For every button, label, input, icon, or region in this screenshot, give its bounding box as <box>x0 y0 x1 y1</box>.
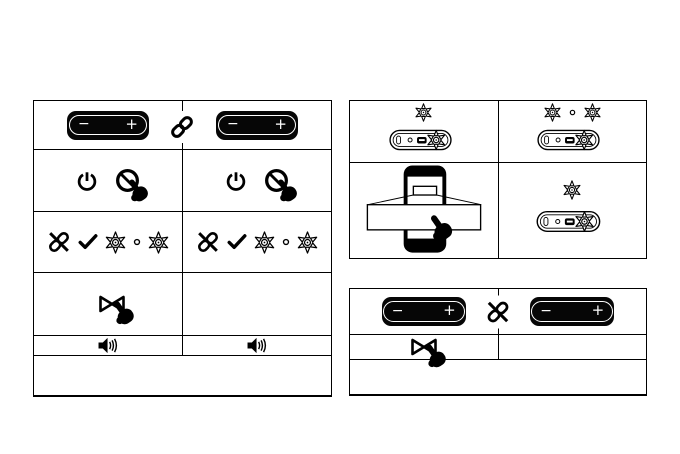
table-row <box>350 335 646 360</box>
check-icon <box>78 233 98 251</box>
power-icon <box>225 170 247 192</box>
power-press-group <box>225 167 290 194</box>
unlink-icon <box>195 229 221 255</box>
volume-minus-label: − <box>78 116 90 132</box>
link-overlay <box>165 111 199 143</box>
table-row <box>350 101 646 163</box>
power-press-cell <box>183 150 331 211</box>
tap-hand-icon <box>125 177 152 206</box>
power-icon <box>76 170 98 192</box>
pairing-right-speaker-cell: − + <box>183 101 331 149</box>
volume-rocker: − + <box>382 301 465 322</box>
volume-minus-label: − <box>391 302 404 319</box>
speaker-icon <box>246 336 269 355</box>
unpairing-table: − + − + <box>349 288 647 396</box>
table-row: − + − + <box>34 101 331 150</box>
device-icon <box>387 120 461 160</box>
volume-rocker: − + <box>218 115 296 135</box>
led-pattern-group <box>195 229 319 255</box>
pairing-left-speaker-cell: − + <box>34 101 183 149</box>
table-row <box>34 336 331 356</box>
next-track-tap-group <box>97 292 127 316</box>
speaker-icon <box>97 336 120 355</box>
unpair-right-speaker-cell: − + <box>499 289 647 334</box>
next-track-tap-group <box>409 335 439 359</box>
volume-plus-label: + <box>125 114 138 133</box>
check-icon <box>227 233 247 251</box>
press-hold-group <box>263 167 290 194</box>
table-row <box>350 163 646 258</box>
audio-output-cell <box>34 336 183 355</box>
led-flash-icon <box>562 180 582 200</box>
phone-pairing-cell <box>350 163 499 258</box>
volume-rocker: − + <box>531 301 614 322</box>
led-status-table <box>349 100 647 259</box>
volume-minus-label: − <box>227 116 239 132</box>
device-icon <box>535 120 609 160</box>
device-status-group <box>535 103 609 160</box>
unlink-overlay <box>480 295 516 329</box>
table-row <box>34 150 331 212</box>
table-row <box>34 273 331 336</box>
device-status-group <box>387 103 461 160</box>
empty-cell <box>183 273 331 335</box>
table-row <box>34 212 331 273</box>
phone-icon <box>364 164 484 257</box>
power-press-group <box>76 167 141 194</box>
volume-pill-button: − + <box>530 297 615 326</box>
volume-plus-label: + <box>443 301 456 319</box>
gesture-cell <box>350 335 499 359</box>
device-status-group <box>534 180 610 242</box>
volume-rocker: − + <box>69 115 147 135</box>
led-off-dot-icon <box>569 109 576 116</box>
pairing-table: − + − + <box>33 100 332 397</box>
led-confirm-cell <box>34 212 183 272</box>
unlink-icon <box>46 229 72 255</box>
unlink-icon <box>485 299 512 326</box>
volume-minus-label: − <box>540 302 552 319</box>
power-press-cell <box>34 150 183 211</box>
empty-cell <box>499 335 647 359</box>
tap-hand-icon <box>274 177 301 206</box>
volume-pill-button: − + <box>216 110 298 140</box>
device-icon <box>534 201 610 242</box>
tap-hand-icon <box>422 342 450 372</box>
volume-plus-label: + <box>274 114 287 133</box>
volume-pill-button: − + <box>381 297 466 326</box>
led-single-flash-cell <box>350 101 499 162</box>
unpair-left-speaker-cell: − + <box>350 289 499 334</box>
tap-hand-icon <box>110 299 138 329</box>
led-confirm-cell <box>183 212 331 272</box>
led-double-flash-cell <box>499 101 647 162</box>
led-off-dot-icon <box>282 238 290 246</box>
led-pattern-group <box>46 229 170 255</box>
led-flash-icon <box>253 231 276 254</box>
volume-plus-label: + <box>591 301 605 319</box>
led-off-dot-icon <box>133 238 141 246</box>
led-flash-icon <box>104 231 127 254</box>
link-icon <box>169 114 195 140</box>
led-flash-icon <box>296 231 319 254</box>
audio-output-cell <box>183 336 331 355</box>
led-flash-icon <box>147 231 170 254</box>
gesture-cell <box>34 273 183 335</box>
press-hold-group <box>114 167 141 194</box>
led-single-flash-cell <box>499 163 647 258</box>
volume-pill-button: − + <box>67 110 149 140</box>
